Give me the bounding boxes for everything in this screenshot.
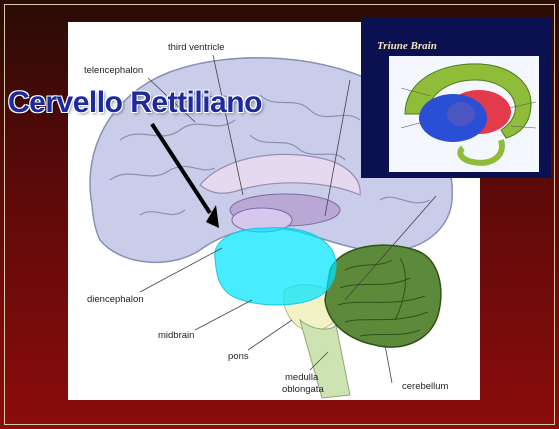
label-pons: pons <box>228 351 249 362</box>
inset-title: Triune Brain <box>377 40 437 52</box>
label-midbrain: midbrain <box>158 330 194 341</box>
overlay-title: Cervello Rettiliano <box>8 86 262 120</box>
reptilian-brain-highlight <box>215 228 336 305</box>
triune-brain-inset: Triune Brain <box>361 18 551 178</box>
core-dark-blue <box>447 102 475 126</box>
label-medulla: medulla <box>285 372 319 383</box>
label-diencephalon: diencephalon <box>87 294 144 305</box>
label-telencephalon: telencephalon <box>84 65 143 76</box>
label-third-ventricle: third ventricle <box>168 42 225 53</box>
label-cerebellum: cerebellum <box>402 381 449 392</box>
label-oblongata: oblongata <box>282 384 324 395</box>
